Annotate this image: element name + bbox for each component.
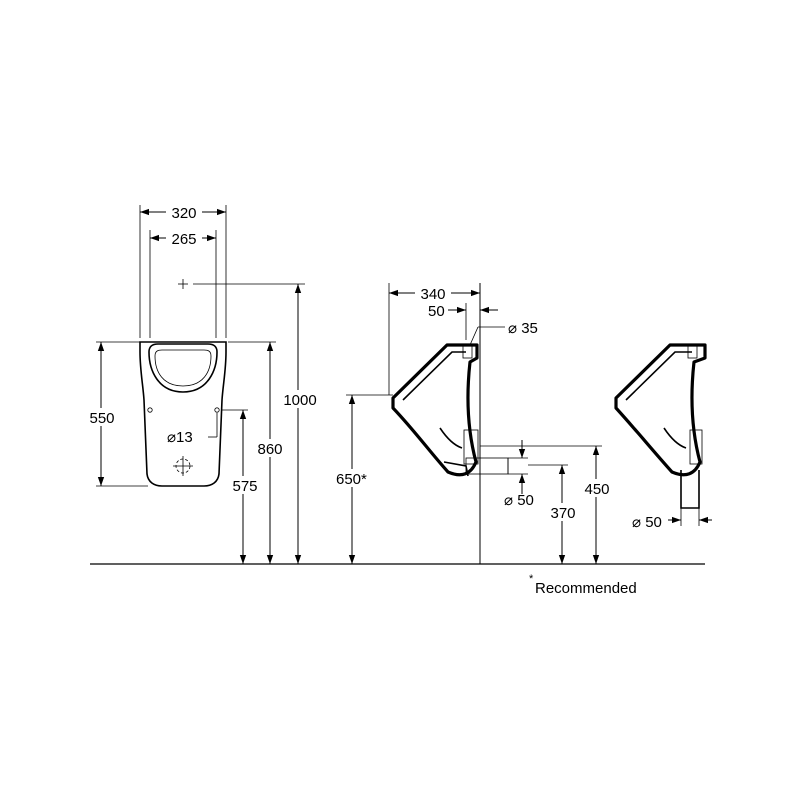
trap-height-label: 450 — [584, 481, 609, 498]
alt-outlet-pipe — [680, 470, 700, 509]
depth-label: 340 — [420, 286, 445, 303]
mounting-hole-right — [214, 407, 220, 413]
hole-dia-label: ⌀13 — [167, 429, 193, 446]
urinal-side-body — [391, 343, 479, 477]
footnote: * Recommended — [529, 573, 637, 597]
urinal-front-body — [139, 341, 227, 487]
hole-height-label: 575 — [232, 478, 257, 495]
outlet-height-label: 370 — [550, 505, 575, 522]
mounting-hole-left — [147, 407, 153, 413]
height-label: 550 — [89, 410, 114, 427]
alt-outlet-dia-label: ⌀ 50 — [632, 514, 662, 531]
footnote-text: Recommended — [535, 580, 637, 597]
urinal-alt-body — [614, 343, 707, 477]
alt-side-view: ⌀ 50 — [614, 343, 712, 531]
inlet-dia-label: ⌀ 35 — [508, 320, 538, 337]
front-view: 320 265 550 ⌀13 575 — [86, 203, 320, 564]
top-height-label: 1000 — [283, 392, 316, 409]
footnote-mark: * — [529, 573, 534, 585]
rim-height-label: 860 — [257, 441, 282, 458]
trap-body — [463, 429, 479, 465]
width-inner-label: 265 — [171, 231, 196, 248]
urinal-front-rim — [148, 343, 218, 393]
side-view: 340 50 ⌀ 35 650* ⌀ 50 370 — [334, 283, 614, 564]
width-outer-label: 320 — [171, 205, 196, 222]
install-height-label: 650* — [336, 471, 367, 488]
alt-trap — [689, 429, 703, 465]
inlet-offset-label: 50 — [428, 303, 445, 320]
outlet-dia-label: ⌀ 50 — [504, 492, 534, 509]
